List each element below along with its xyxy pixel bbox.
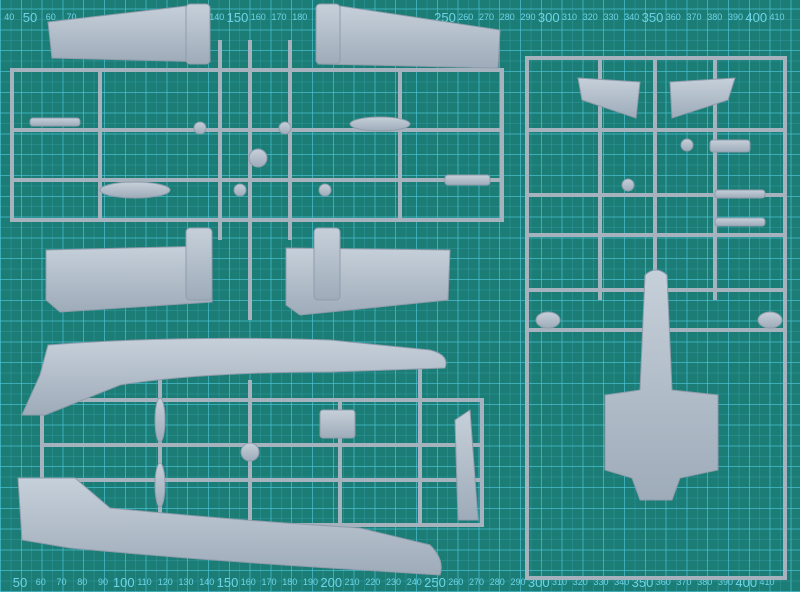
small-part [709, 139, 751, 153]
ruler-label: 260 [458, 12, 474, 22]
small-part [444, 174, 491, 186]
fuselage-half-lower [17, 477, 442, 576]
ruler-label: 200 [320, 575, 343, 590]
ruler-label: 270 [468, 577, 485, 587]
ruler-label: 230 [385, 577, 402, 587]
tail-fin-part-2 [669, 77, 736, 119]
fuselage-half-upper [21, 337, 447, 416]
ruler-label: 340 [614, 577, 630, 587]
nacelle-lower-left [185, 227, 213, 301]
ruler-label: 90 [97, 577, 109, 587]
wing-lower-left [45, 245, 213, 313]
ruler-label: 180 [282, 577, 298, 587]
wheel [278, 121, 292, 135]
small-part [714, 217, 766, 227]
exhaust-part [757, 311, 783, 329]
ruler-label: 240 [406, 577, 422, 587]
ruler-label: 160 [250, 12, 266, 22]
ruler-label: 270 [478, 12, 495, 22]
drop-tank-right [349, 116, 411, 132]
drop-tank-left [99, 181, 171, 199]
ruler-label: 50 [12, 575, 28, 590]
ruler-label: 60 [35, 577, 46, 587]
exhaust-part [535, 311, 561, 329]
nacelle-upper-left [185, 3, 211, 65]
canopy-part [454, 409, 479, 521]
small-part [319, 409, 356, 439]
ruler-label: 310 [551, 577, 568, 587]
nacelle-lower-right [313, 227, 341, 301]
ruler-label: 50 [22, 10, 38, 25]
ruler-label: 100 [112, 575, 135, 590]
ruler-label: 250 [424, 575, 446, 590]
ruler-label: 120 [157, 577, 173, 587]
ruler-label: 380 [697, 577, 713, 587]
ruler-label: 140 [199, 577, 215, 587]
wing-upper-right [317, 5, 501, 69]
ruler-label: 190 [302, 577, 319, 587]
wheel [193, 121, 207, 135]
ruler-label: 170 [261, 577, 277, 587]
small-part [29, 117, 81, 127]
ruler-label: 160 [240, 577, 256, 587]
propeller-blade [154, 397, 166, 443]
ruler-label: 410 [759, 577, 775, 587]
wheel [233, 183, 247, 197]
ruler-label: 140 [209, 12, 225, 22]
ruler-label: 400 [745, 10, 768, 25]
wheel-hub [248, 148, 268, 168]
small-part [714, 189, 766, 199]
ruler-label: 360 [655, 577, 671, 587]
wheel [680, 138, 694, 152]
ruler-label: 70 [66, 12, 77, 22]
wheel [318, 183, 332, 197]
nacelle-upper-right [315, 3, 341, 65]
ruler-label: 210 [344, 577, 360, 587]
wheel [621, 178, 635, 192]
ruler-label: 70 [56, 577, 67, 587]
ruler-label: 330 [593, 577, 609, 587]
ruler-label: 310 [561, 12, 578, 22]
wing-lower-right [285, 247, 451, 316]
ruler-label: 290 [510, 577, 526, 587]
sprue-frame-left [10, 40, 504, 320]
ruler-label: 320 [582, 12, 598, 22]
ruler-label: 340 [624, 12, 640, 22]
ruler-label: 380 [707, 12, 723, 22]
ruler-label: 390 [717, 577, 734, 587]
wheel-hub-2 [240, 442, 260, 462]
ruler-label: 80 [77, 577, 88, 587]
ruler-label: 170 [271, 12, 287, 22]
ruler-label: 280 [489, 577, 505, 587]
ruler-label: 60 [45, 12, 56, 22]
ruler-label: 320 [572, 577, 588, 587]
ruler-label: 40 [4, 12, 15, 22]
ruler-label: 280 [499, 12, 515, 22]
ruler-label: 360 [665, 12, 681, 22]
ruler-label: 110 [137, 577, 152, 587]
tail-fin-part [577, 77, 641, 119]
ruler-label: 410 [769, 12, 785, 22]
ruler-label: 150 [216, 575, 239, 590]
ruler-label: 260 [448, 577, 464, 587]
ruler-label: 370 [686, 12, 702, 22]
ruler-label: 290 [520, 12, 536, 22]
ruler-label: 300 [537, 10, 560, 25]
propeller-blade [154, 462, 166, 508]
fuselage-center-section [604, 269, 719, 501]
ruler-label: 390 [727, 12, 744, 22]
ruler-label: 220 [365, 577, 381, 587]
ruler-label: 350 [641, 10, 664, 25]
ruler-label: 130 [178, 577, 194, 587]
ruler-label: 330 [603, 12, 619, 22]
ruler-label: 370 [676, 577, 692, 587]
ruler-label: 180 [292, 12, 308, 22]
ruler-label: 150 [226, 10, 249, 25]
